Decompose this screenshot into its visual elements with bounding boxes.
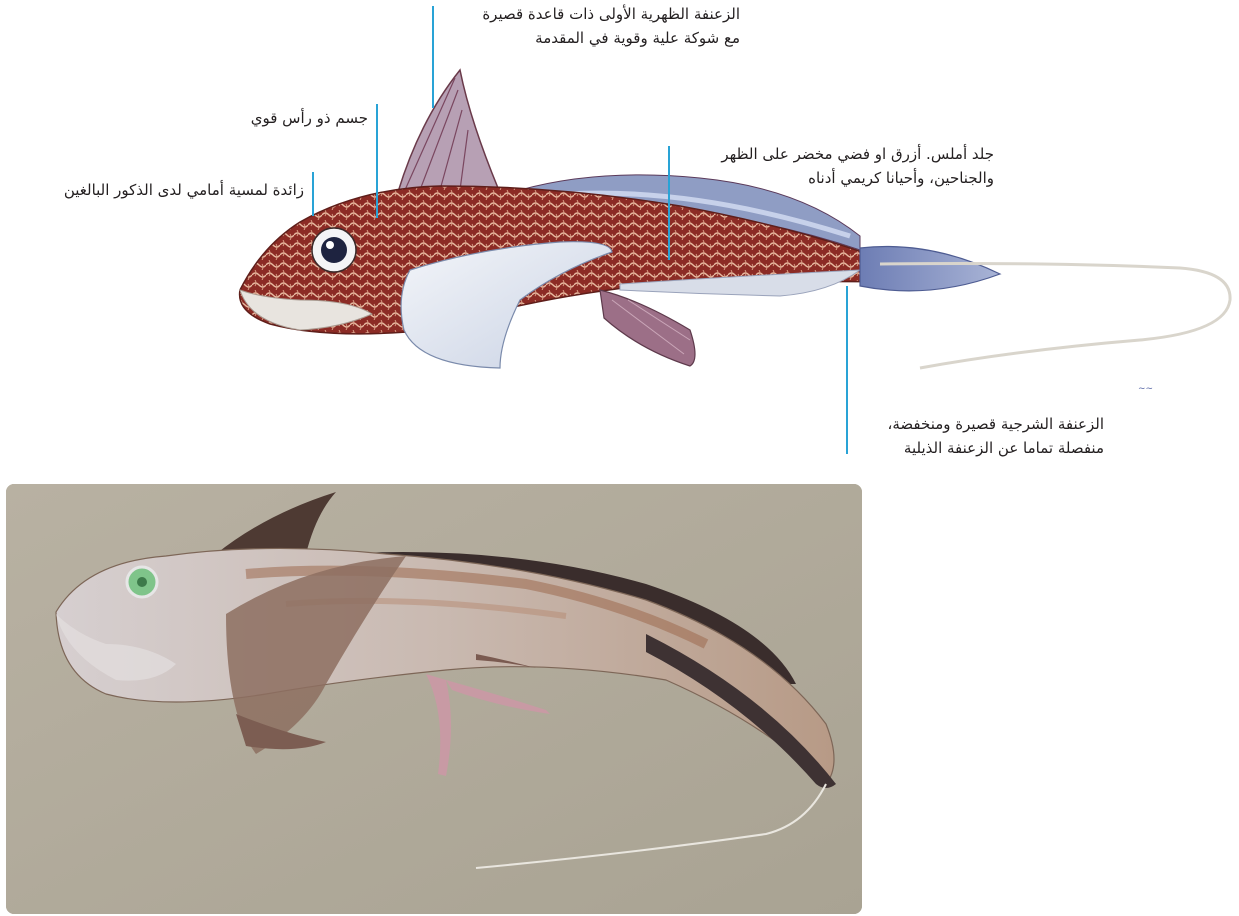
callout-anal-fin: الزعنفة الشرجية قصيرة ومنخفضة، منفصلة تم… xyxy=(854,412,1104,460)
first-dorsal-fin xyxy=(398,70,498,192)
callout-smooth-skin: جلد أملس. أزرق او فضي مخضر على الظهر وال… xyxy=(676,142,994,190)
callout-frontal-clasper: زائدة لمسية أمامي لدى الذكور البالغين xyxy=(30,178,304,202)
leader-line-skin xyxy=(668,146,670,260)
ratfish-photo xyxy=(6,484,862,914)
leader-line-head xyxy=(376,104,378,218)
callout-robust-head: جسم ذو رأس قوي xyxy=(196,106,368,130)
caudal-fin xyxy=(860,246,1000,290)
callout-dorsal-fin: الزعنفة الظهرية الأولى ذات قاعدة قصيرة م… xyxy=(440,2,740,50)
leader-line-clasper xyxy=(312,172,314,216)
leader-line-dorsal xyxy=(432,6,434,108)
leader-line-anal xyxy=(846,286,848,454)
ratfish-illustration xyxy=(0,0,1239,480)
artist-signature: ~~ xyxy=(1138,384,1153,394)
